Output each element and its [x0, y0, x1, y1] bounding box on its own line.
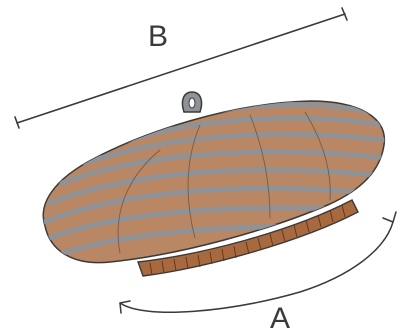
band-ribbing: [149, 204, 346, 276]
dimension-line-b: [14, 7, 348, 129]
beret-crown: [42, 100, 386, 264]
label-b: B: [148, 20, 168, 53]
beret-band: [137, 199, 359, 277]
circumference-arrow-a: [119, 211, 397, 314]
label-a: A: [270, 302, 290, 331]
beret-stem: [181, 91, 203, 113]
beret-seams: [117, 111, 331, 254]
